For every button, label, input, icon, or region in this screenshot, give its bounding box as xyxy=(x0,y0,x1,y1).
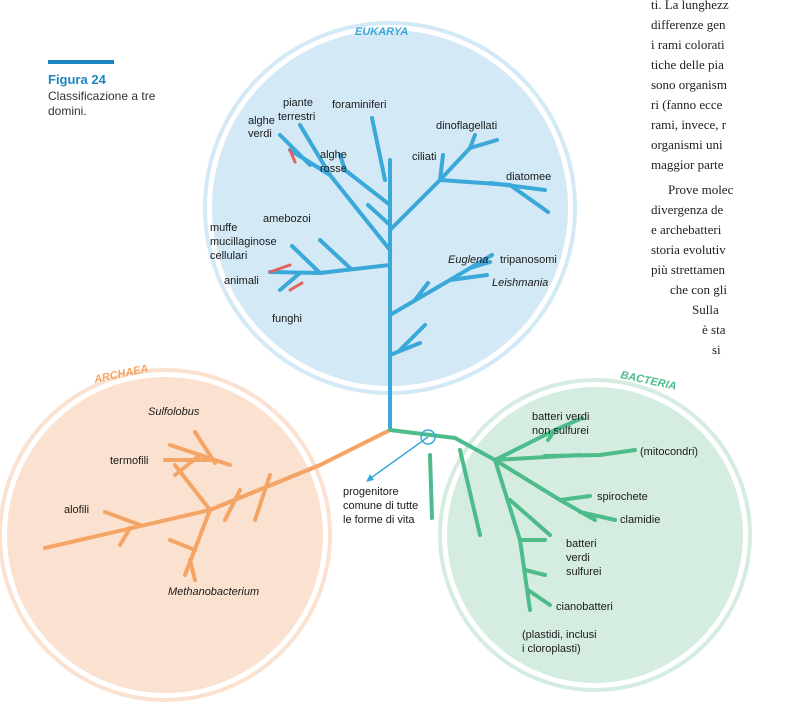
label-euglena: Euglena xyxy=(448,254,488,266)
body-text-line: Prove molec xyxy=(668,182,734,197)
figure-title: Figura 24 xyxy=(48,72,106,87)
body-text-line: e archebatteri xyxy=(651,222,722,237)
figure-title-rule xyxy=(48,60,114,64)
label-spirochete: spirochete xyxy=(597,491,648,503)
body-text-line: organismi uni xyxy=(651,137,723,152)
body-text-line: divergenza de xyxy=(651,202,724,217)
label-leishmania: Leishmania xyxy=(492,277,548,289)
label-cianobatteri: cianobatteri xyxy=(556,601,613,613)
eukarya-domain-label: EUKARYA xyxy=(355,26,408,38)
label-amebozoi: amebozoi xyxy=(263,213,311,225)
body-text-line: rami, invece, r xyxy=(651,117,727,132)
label-alghe-rosse-line2: rosse xyxy=(320,163,347,175)
label-alghe-rosse-line1: alghe xyxy=(320,149,347,161)
label-plastidi-line1: (plastidi, inclusi xyxy=(522,629,597,641)
body-text-line: sono organism xyxy=(651,77,727,92)
label-alghe-verdi-line1: alghe xyxy=(248,115,275,127)
label-piante-terrestri-line2: terrestri xyxy=(278,111,315,123)
label-progenitore-line3: le forme di vita xyxy=(343,514,415,526)
eukarya-tree xyxy=(268,116,550,432)
root-arrow-line xyxy=(367,436,429,481)
bacteria-tree xyxy=(428,416,637,612)
label-piante-terrestri-line1: piante xyxy=(283,97,313,109)
body-text-line: ti. La lunghezz xyxy=(651,0,729,12)
figure-caption: Classificazione a tre domini. xyxy=(48,89,156,118)
archaea-outer-ring xyxy=(0,368,332,702)
label-batteri-verdi-non-sulfurei-line1: batteri verdi xyxy=(532,411,589,423)
body-text-line: tiche delle pia xyxy=(651,57,724,72)
body-text-line: maggior parte xyxy=(651,157,724,172)
body-text-line: storia evolutiv xyxy=(651,242,726,257)
label-termofili: termofili xyxy=(110,455,149,467)
label-funghi: funghi xyxy=(272,313,302,325)
eukarya-highlight-branches xyxy=(268,148,304,292)
label-muffe-line3: cellulari xyxy=(210,250,247,262)
body-text-line: Sulla xyxy=(692,302,719,317)
archaea-tree xyxy=(43,430,322,582)
label-clamidie: clamidie xyxy=(620,514,660,526)
body-text-line: è sta xyxy=(702,322,726,337)
root-marker-circle xyxy=(420,429,436,445)
label-tripanosomi: tripanosomi xyxy=(500,254,557,266)
label-plastidi-line2: i cloroplasti) xyxy=(522,643,581,655)
root-arrow-head xyxy=(366,474,374,482)
archaea-circle xyxy=(7,377,323,693)
body-text-line: si xyxy=(712,342,721,357)
label-progenitore-line1: progenitore xyxy=(343,486,399,498)
label-sulfolobus: Sulfolobus xyxy=(148,406,200,418)
label-muffe-line2: mucillaginose xyxy=(210,236,277,248)
body-text-line: che con gli xyxy=(670,282,728,297)
label-batteri-verdi-non-sulfurei-line2: non sulfurei xyxy=(532,425,589,437)
label-progenitore-line2: comune di tutte xyxy=(343,500,418,512)
label-foraminiferi: foraminiferi xyxy=(332,99,386,111)
label-alofili: alofili xyxy=(64,504,89,516)
label-animali: animali xyxy=(224,275,259,287)
label-muffe-line1: muffe xyxy=(210,222,237,234)
bacteria-outer-ring xyxy=(438,378,752,692)
bacteria-circle xyxy=(447,387,743,683)
label-batteri-verdi-sulfurei-line3: sulfurei xyxy=(566,566,601,578)
label-ciliati: ciliati xyxy=(412,151,436,163)
label-mitocondri: (mitocondri) xyxy=(640,446,698,458)
label-batteri-verdi-sulfurei-line1: batteri xyxy=(566,538,597,550)
body-text-line: più strettamen xyxy=(651,262,726,277)
body-text-line: ri (fanno ecce xyxy=(651,97,723,112)
label-alghe-verdi-line2: verdi xyxy=(248,128,272,140)
label-methanobacterium: Methanobacterium xyxy=(168,586,259,598)
label-batteri-verdi-sulfurei-line2: verdi xyxy=(566,552,590,564)
label-diatomee: diatomee xyxy=(506,171,551,183)
body-text-line: differenze gen xyxy=(651,17,726,32)
body-text-line: i rami colorati xyxy=(651,37,725,52)
label-dinoflagellati: dinoflagellati xyxy=(436,120,497,132)
